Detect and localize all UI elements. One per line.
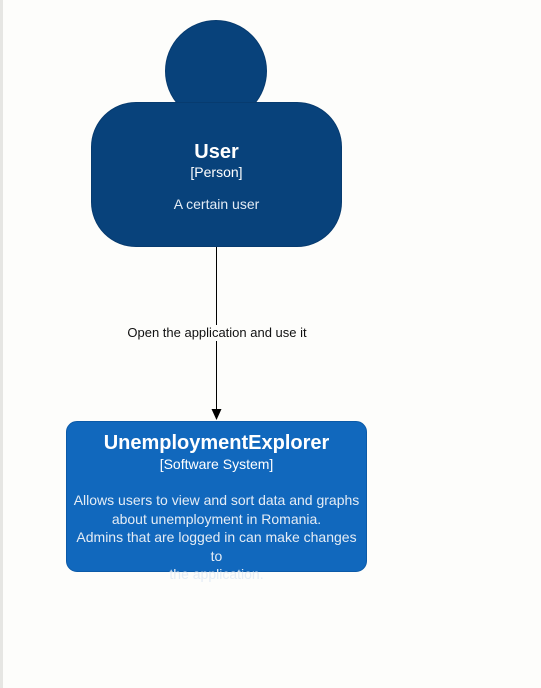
- system-description-line: Allows users to view and sort data and g…: [73, 492, 360, 508]
- person-name: User: [194, 141, 239, 163]
- software-system-node: UnemploymentExplorer [Software System] A…: [66, 421, 367, 582]
- person-description: A certain user: [173, 196, 260, 212]
- system-description: Allows users to view and sort data and g…: [69, 491, 364, 584]
- system-description-line: Admins that are logged in can make chang…: [76, 529, 357, 564]
- system-description-line: the application.: [169, 566, 264, 582]
- canvas-left-border: [0, 0, 3, 688]
- system-type: [Software System]: [159, 456, 274, 472]
- relationship-arrowhead: [211, 409, 222, 420]
- person-type: [Person]: [190, 164, 243, 180]
- system-name: UnemploymentExplorer: [103, 432, 330, 454]
- person-user-node: User [Person] A certain user: [91, 102, 342, 247]
- relationship-label-text: Open the application and use it: [125, 325, 309, 340]
- relationship-label: Open the application and use it: [100, 325, 334, 341]
- system-description-line: about unemployment in Romania.: [111, 510, 322, 527]
